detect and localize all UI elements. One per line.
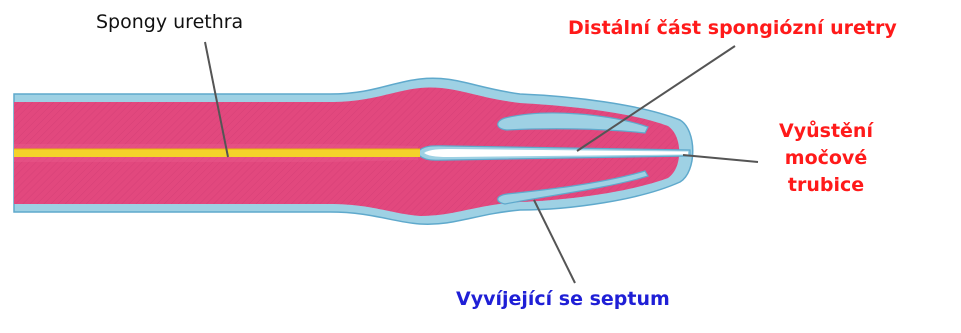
label-opening-line-2: močové [758,145,894,172]
leader-line-septum [534,200,575,283]
label-opening-line-1: Vyůstění [758,118,894,145]
label-developing-septum: Vyvíjející se septum [456,289,670,311]
label-urethral-opening: Vyůstění močové trubice [758,118,894,199]
leader-line-opening [683,155,758,162]
label-opening-line-3: trubice [758,172,894,199]
label-distal-spongy-urethra: Distální část spongiózní uretry [568,18,897,40]
label-spongy-urethra: Spongy urethra [96,12,243,34]
urethra-lumen [14,149,420,157]
